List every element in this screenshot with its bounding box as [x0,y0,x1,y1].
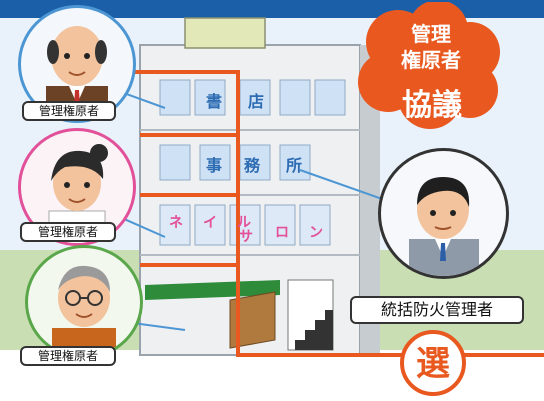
window-text-floor2: 事 務 所 [200,152,320,175]
cloud-line2: 権原者 [401,48,461,72]
elderly-man-icon [52,265,116,356]
stairs [295,310,333,350]
window-char: ル [237,215,251,231]
window-char: 所 [286,156,303,175]
window-char: イ [203,215,217,231]
manager-label: 統括防火管理者 [350,296,524,324]
window-char: 書 [206,92,223,111]
discussion-cloud [358,2,500,129]
window-text-floor3: 書 店 [196,88,306,111]
green-awning [145,280,280,300]
select-badge [400,330,466,396]
window-char: 事 [206,156,223,175]
owner-portrait-3 [25,245,143,359]
window-char: ロ [275,225,289,241]
cloud-line3: 協議 [402,88,462,123]
young-man-icon [409,177,479,276]
window-char: ネ [169,215,183,231]
owner-label-2: 管理権原者 [20,222,116,242]
window-text-floor1: ネ イ ル サ ロ ン [163,212,343,245]
rooftop-box [184,17,266,49]
windows-floor3 [159,79,346,116]
window-char: 店 [248,92,265,111]
window-char: ン [309,225,323,241]
windows-floor1 [159,204,331,246]
owner-label-1: 管理権原者 [22,101,116,121]
owner-label-3: 管理権原者 [20,346,116,366]
window-char: 務 [244,156,261,175]
manager-portrait [378,148,509,279]
cloud-line1: 管理 [411,22,451,46]
select-text: 選 [416,344,450,384]
window-char: サ [239,229,253,245]
wooden-box [229,291,276,349]
windows-floor2 [159,144,311,181]
